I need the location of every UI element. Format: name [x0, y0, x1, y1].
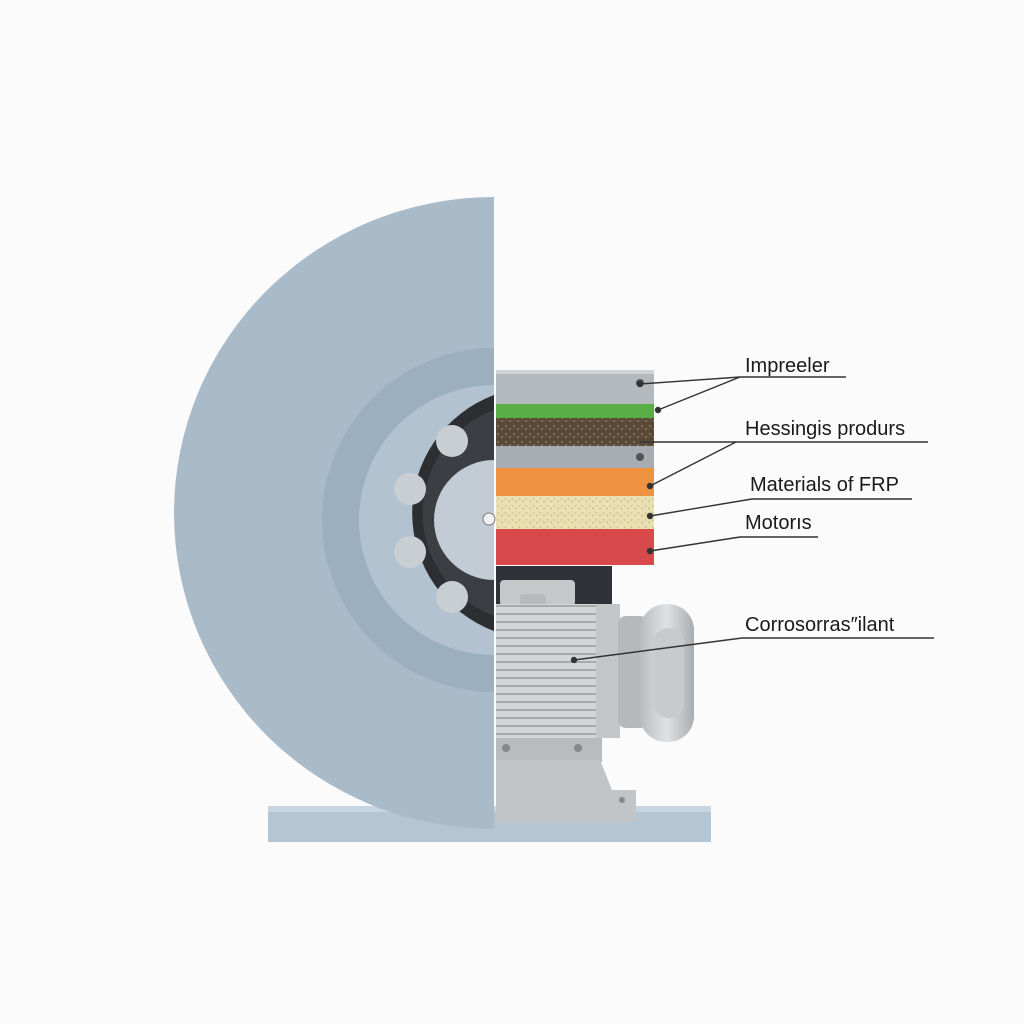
bearing-roller [436, 425, 468, 457]
layer-green [496, 404, 654, 418]
bearing-assembly [394, 395, 496, 631]
motor-terminal-box [500, 580, 575, 606]
motor [496, 566, 694, 822]
layer-top-grey [496, 370, 654, 404]
bearing-roller [436, 581, 468, 613]
bearing-roller [394, 536, 426, 568]
layer-grey [496, 446, 654, 468]
material-layers [496, 370, 654, 565]
label-materials: Materials of FRP [750, 474, 899, 496]
layer-brown [496, 418, 654, 446]
shaft-center [482, 512, 496, 526]
bearing-hub [434, 460, 494, 580]
motor-foot [496, 760, 636, 822]
label-impeller: Impreeler [745, 355, 830, 377]
label-motors: Motorıs [745, 512, 812, 534]
rivet [636, 453, 644, 461]
label-corrosion: Corrosorras″ilant [745, 614, 895, 636]
layer-sand [496, 496, 654, 529]
label-housing: Hessingis produrs [745, 418, 905, 440]
callout-leaders [570, 376, 934, 664]
layer-orange [496, 468, 654, 496]
bearing-roller [394, 473, 426, 505]
motor-body [496, 604, 598, 738]
layer-red [496, 529, 654, 565]
